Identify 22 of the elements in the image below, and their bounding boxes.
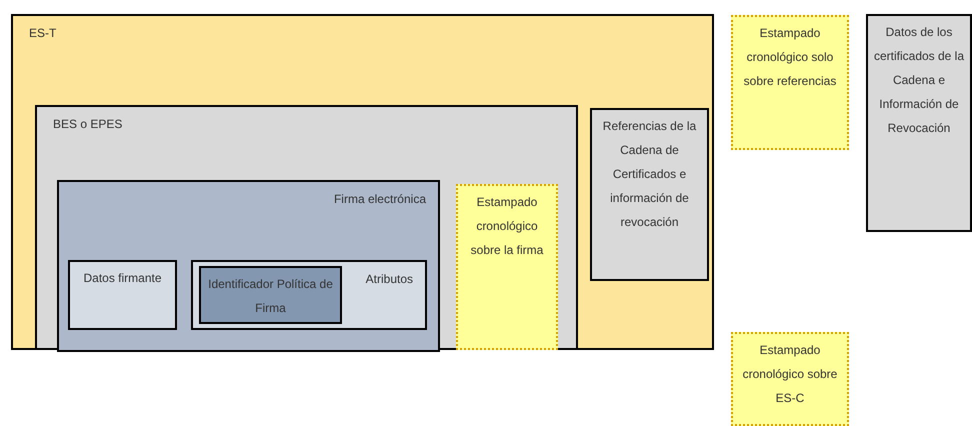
container-box [35, 105, 578, 350]
box-label: Estampado cronológico sobre ES-C [742, 342, 838, 407]
box-label: Datos de los certificados de la Cadena e Información de Revocación [872, 24, 966, 137]
box-label: Referencias de la Cadena de Certificados e información de revocación [602, 118, 698, 231]
timestamp-box [731, 332, 849, 426]
box-label: ES-T [29, 25, 56, 42]
timestamp-box [456, 184, 558, 350]
container-box [590, 108, 709, 281]
container-box [11, 14, 714, 350]
box-label: Estampado cronológico sobre la firma [470, 194, 544, 259]
box-label: BES o EPES [53, 116, 122, 133]
box-label: Atributos [366, 271, 413, 288]
box-label: Identificador Política de Firma [207, 276, 334, 317]
container-box [866, 14, 972, 232]
box-label: Estampado cronológico solo sobre referencias [742, 25, 838, 90]
box-label: Firma electrónica [334, 191, 426, 208]
process-box [199, 266, 342, 324]
timestamp-box [731, 15, 849, 150]
container-box [68, 260, 177, 330]
container-box [57, 180, 440, 352]
box-label: Datos firmante [83, 270, 162, 287]
container-box [191, 260, 427, 330]
